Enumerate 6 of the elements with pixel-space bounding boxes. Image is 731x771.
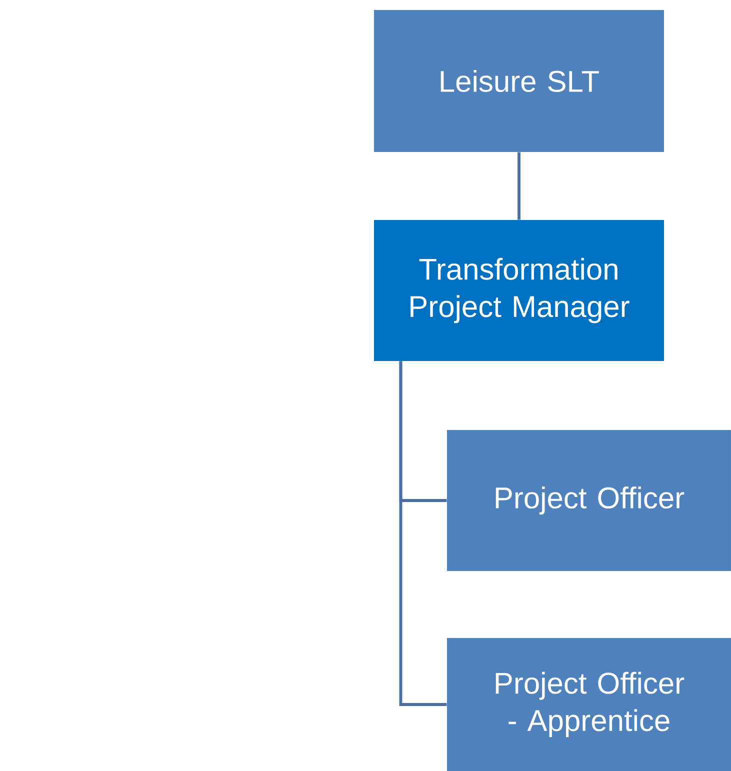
connector-line bbox=[518, 152, 520, 220]
role-box: Project Officer - Apprentice bbox=[447, 638, 731, 771]
connector-line bbox=[399, 361, 447, 706]
role-box: Transformation Project Manager bbox=[374, 220, 664, 361]
role-box: Leisure SLT bbox=[374, 10, 664, 152]
role-box: Project Officer bbox=[447, 430, 731, 571]
